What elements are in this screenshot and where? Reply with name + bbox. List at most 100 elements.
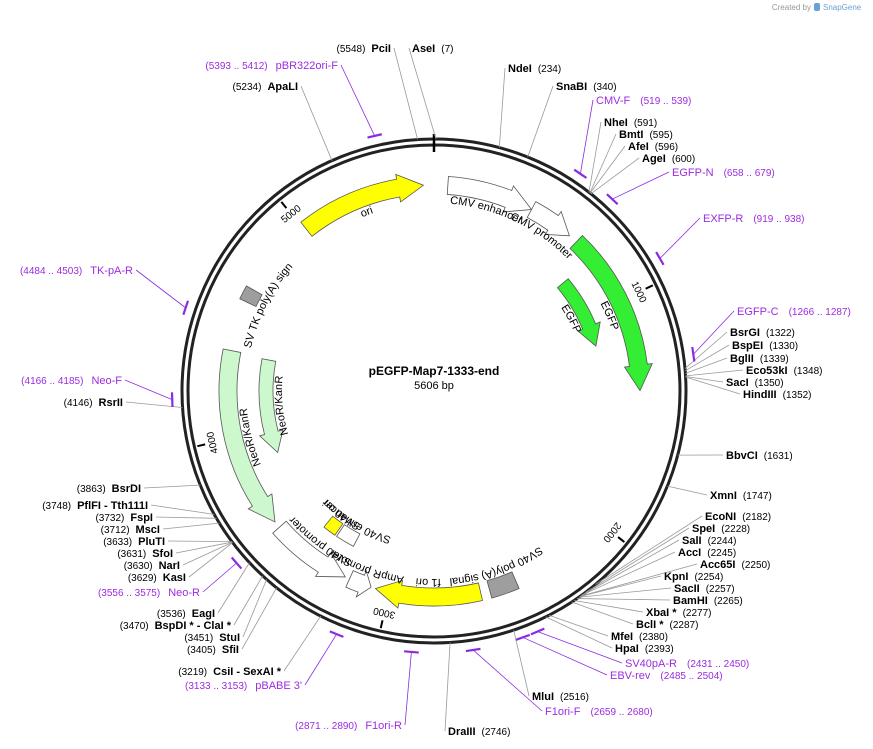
enzyme-bglii[interactable]: BglII <box>730 353 754 365</box>
enzyme-bspei[interactable]: BspEI <box>732 340 763 352</box>
enzyme-asei[interactable]: AseI <box>412 43 435 55</box>
feature-egfp[interactable] <box>569 234 653 392</box>
feature-neor-kanr[interactable] <box>258 358 284 454</box>
restriction-sites: PciI(5548)AseI(7)NdeI(234)SnaBI(340)NheI… <box>42 43 822 738</box>
enzyme-position: (2228) <box>721 524 750 535</box>
enzyme-leader-line <box>155 516 217 519</box>
feature-cmv-enhancer[interactable] <box>446 176 533 213</box>
enzyme-afei[interactable]: AfeI <box>628 141 649 153</box>
enzyme-hindiii[interactable]: HindIII <box>743 389 777 401</box>
enzyme-eco53ki[interactable]: Eco53kI <box>746 365 788 377</box>
enzyme-nhei[interactable]: NheI <box>604 117 628 129</box>
enzyme-csii-sexai[interactable]: CsiI - SexAI * <box>213 666 282 678</box>
enzyme-position: (1350) <box>755 378 784 389</box>
enzyme-agei[interactable]: AgeI <box>642 153 666 165</box>
primer-leader-line <box>522 637 608 676</box>
primer-pbr322ori-f[interactable]: pBR322ori-F <box>276 60 339 72</box>
enzyme-leader-line <box>589 133 617 194</box>
primer-range: (2485 .. 2504) <box>660 671 722 682</box>
primer-range: (3556 .. 3575) <box>98 588 160 599</box>
enzyme-xmni[interactable]: XmnI <box>710 490 737 502</box>
feature-egfp[interactable] <box>556 278 601 347</box>
feature-label-path <box>282 330 308 476</box>
primer-leader-line <box>537 631 623 664</box>
feature-sv40-enhancer[interactable] <box>335 524 361 547</box>
primer-mark <box>465 647 481 653</box>
enzyme-bbvci[interactable]: BbvCI <box>726 450 758 462</box>
primer-leader-line <box>304 633 337 686</box>
feature-neor-kanr[interactable] <box>218 348 276 523</box>
primer-pbabe-3[interactable]: pBABE 3' <box>255 680 302 692</box>
feature-ampr-promoter[interactable] <box>345 569 372 598</box>
enzyme-sfoi[interactable]: SfoI <box>152 548 173 560</box>
primer-cmv-f[interactable]: CMV-F <box>596 95 631 107</box>
enzyme-econi[interactable]: EcoNI <box>705 511 736 523</box>
primer-egfp-c[interactable]: EGFP-C <box>737 306 779 318</box>
feature-sv40-promoter[interactable] <box>272 520 347 578</box>
enzyme-pcii[interactable]: PciI <box>371 43 391 55</box>
primer-neo-f[interactable]: Neo-F <box>91 375 122 387</box>
primer-sv40pa-r[interactable]: SV40pA-R <box>625 658 677 670</box>
enzyme-pflfi-tth111i[interactable]: PflFI - Tth111I <box>77 500 148 512</box>
enzyme-sacii[interactable]: SacII <box>674 583 700 595</box>
feature-cmv-promoter[interactable] <box>526 201 570 237</box>
feature-ori[interactable] <box>300 173 425 237</box>
enzyme-bamhi[interactable]: BamHI <box>673 595 708 607</box>
primer-tk-pa-r[interactable]: TK-pA-R <box>90 265 133 277</box>
primer-f1ori-f[interactable]: F1ori-F <box>545 706 581 718</box>
feature-hsv-tk-poly-a-signal[interactable] <box>239 285 263 308</box>
enzyme-bcli[interactable]: BclI * <box>636 619 664 631</box>
feature-sv40-ori[interactable] <box>323 515 344 536</box>
enzyme-leader-line <box>162 522 220 530</box>
enzyme-bmti[interactable]: BmtI <box>619 129 643 141</box>
enzyme-rsrii[interactable]: RsrII <box>99 397 123 409</box>
enzyme-hpai[interactable]: HpaI <box>615 643 639 655</box>
enzyme-position: (2244) <box>708 536 737 547</box>
enzyme-pluti[interactable]: PluTI <box>138 536 165 548</box>
enzyme-fspi[interactable]: FspI <box>130 512 153 524</box>
primer-neo-r[interactable]: Neo-R <box>168 587 200 599</box>
enzyme-mlui[interactable]: MluI <box>532 691 554 703</box>
enzyme-saci[interactable]: SacI <box>726 377 749 389</box>
enzyme-bsrdi[interactable]: BsrDI <box>112 483 141 495</box>
snapgene-brand: SnapGene <box>823 3 862 12</box>
feature-label: ori <box>359 204 375 220</box>
tick-label: 5000 <box>279 203 304 226</box>
enzyme-sali[interactable]: SalI <box>682 535 702 547</box>
enzyme-snabi[interactable]: SnaBI <box>556 81 587 93</box>
primer-mark <box>182 300 190 316</box>
feature-f1-ori[interactable] <box>374 579 483 609</box>
enzyme-ndei[interactable]: NdeI <box>508 63 532 75</box>
enzyme-position: (2245) <box>707 548 736 559</box>
enzyme-kpni[interactable]: KpnI <box>664 571 688 583</box>
enzyme-acci[interactable]: AccI <box>678 547 701 559</box>
primer-egfp-n[interactable]: EGFP-N <box>672 167 714 179</box>
primer-f1ori-r[interactable]: F1ori-R <box>365 720 402 732</box>
enzyme-leader-line <box>589 145 626 194</box>
enzyme-position: (5548) <box>337 44 366 55</box>
enzyme-bspdi-clai[interactable]: BspDI * - ClaI * <box>155 620 232 632</box>
primer-ebv-rev[interactable]: EBV-rev <box>610 670 651 682</box>
snapgene-logo-icon <box>814 3 820 11</box>
feature-sv40-poly-a-signal[interactable] <box>486 571 520 599</box>
enzyme-stui[interactable]: StuI <box>219 632 240 644</box>
enzyme-acc65i[interactable]: Acc65I <box>700 559 735 571</box>
enzyme-apali[interactable]: ApaLI <box>267 81 298 93</box>
enzyme-draiii[interactable]: DraIII <box>448 726 476 738</box>
enzyme-nari[interactable]: NarI <box>159 560 180 572</box>
enzyme-bsrgi[interactable]: BsrGI <box>730 327 760 339</box>
primer-leader-line <box>612 171 670 200</box>
enzyme-leader-line <box>545 616 613 649</box>
primer-exfp-r[interactable]: EXFP-R <box>703 213 743 225</box>
enzyme-xbai[interactable]: XbaI * <box>646 607 677 619</box>
enzyme-sfii[interactable]: SfiI <box>222 644 239 656</box>
enzyme-kasi[interactable]: KasI <box>163 572 186 584</box>
enzyme-mfei[interactable]: MfeI <box>611 631 633 643</box>
enzyme-msci[interactable]: MscI <box>136 524 160 536</box>
primer-mark <box>573 168 588 179</box>
primer-leader-line <box>693 310 735 355</box>
enzyme-leader-line <box>684 344 730 372</box>
enzyme-spei[interactable]: SpeI <box>692 523 715 535</box>
enzyme-eagi[interactable]: EagI <box>192 608 215 620</box>
